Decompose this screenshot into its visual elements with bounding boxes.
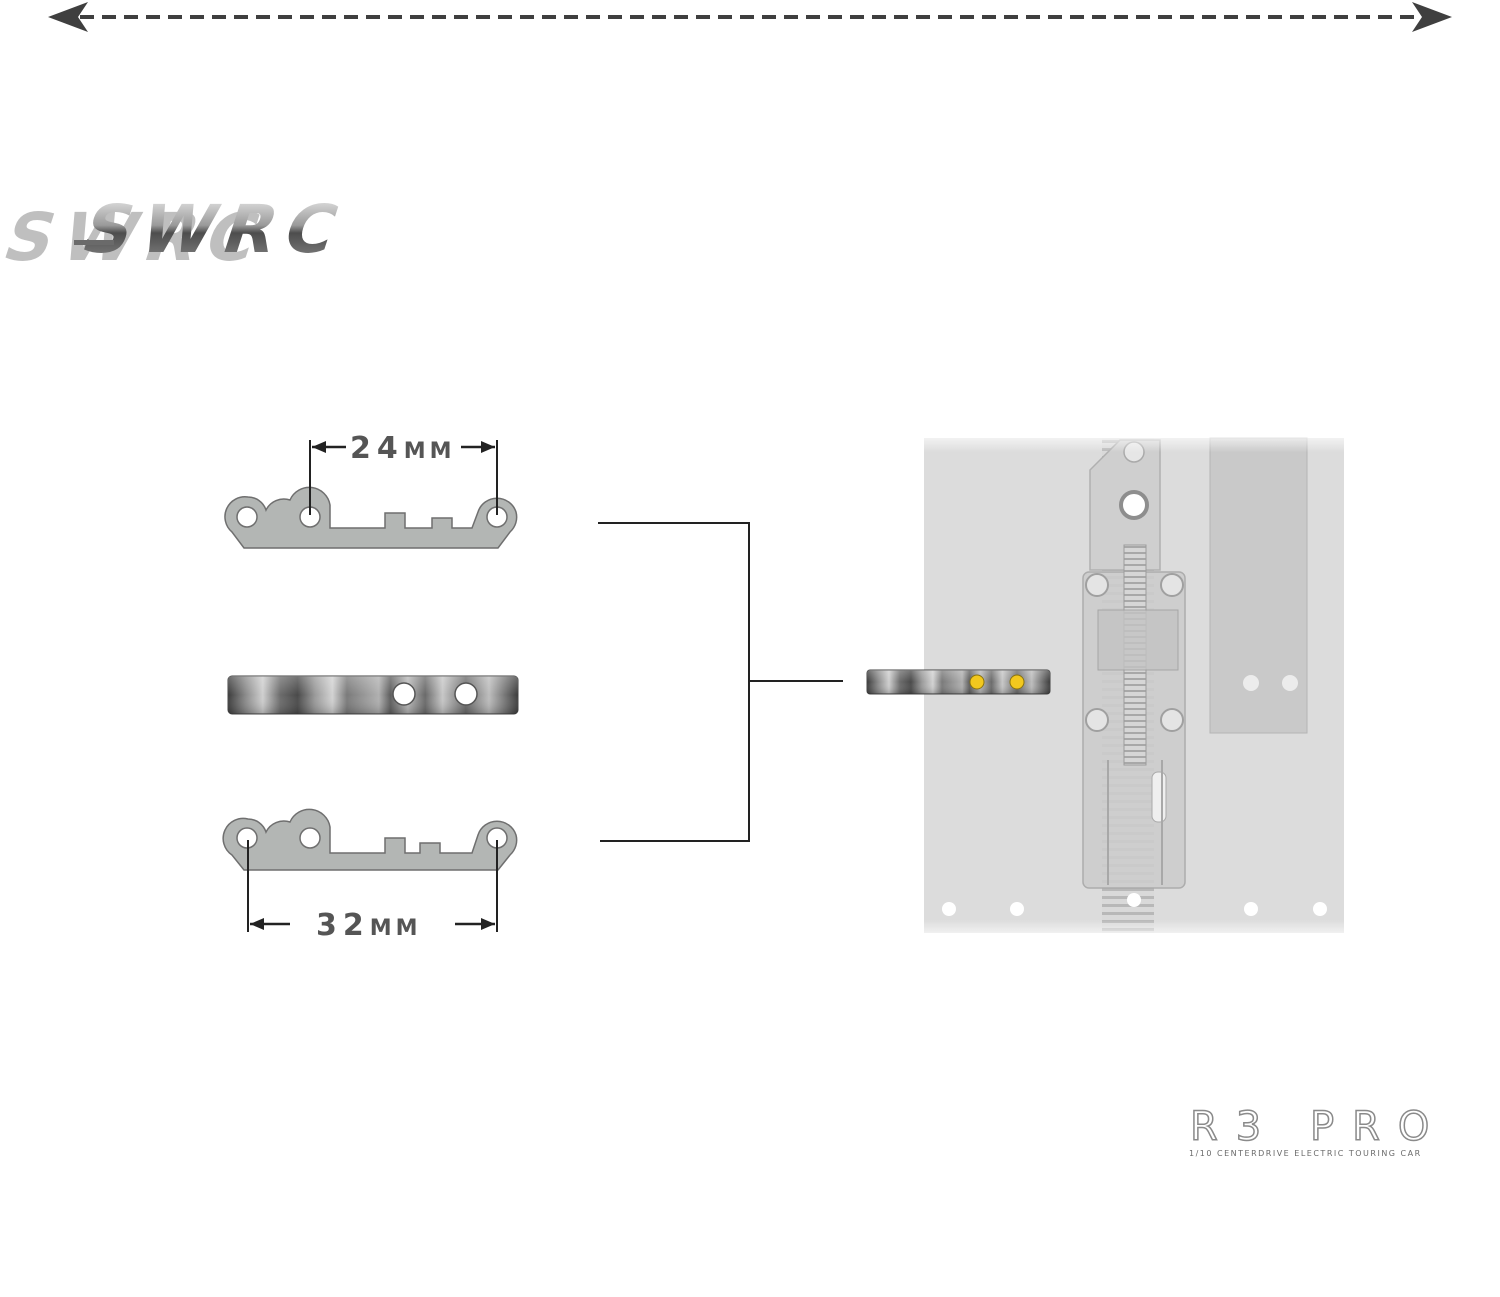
chassis-assembly [866,432,1350,940]
width-indicator-arrow [48,2,1452,32]
plate-outline-top [224,486,518,549]
logo-text: SWRC [73,191,358,268]
arrow-left-icon [48,2,88,32]
mounted-plate [866,669,1051,695]
plate-hole [236,506,258,528]
side-hole [392,682,416,706]
brand-subtitle: 1/10 CENTERDRIVE ELECTRIC TOURING CAR [1189,1149,1422,1158]
plate-hole [299,827,321,849]
swrc-logo: SWRC SWRC [0,191,358,276]
arrow-right-icon [1412,2,1452,32]
dimension-24mm: 24MM [309,431,498,515]
dim-arrow-right-icon [481,441,495,453]
brand-watermark: R3 PRO 1/10 CENTERDRIVE ELECTRIC TOURING… [1189,1103,1447,1158]
svg-text:32MM: 32MM [316,908,422,943]
dim-arrow-left-icon [312,441,326,453]
dim-arrow-right-icon [481,918,495,930]
screw-highlight [969,674,985,690]
bracket-connector [598,522,843,842]
dimension-value-top: 24 [350,431,404,466]
screw-highlight [1009,674,1025,690]
dimension-unit-bottom: MM [370,916,422,941]
top-view-plate [224,486,518,549]
dimension-value-bottom: 32 [316,908,370,943]
brand-model: R3 PRO [1190,1104,1447,1150]
plate-outline-bottom [222,808,518,871]
svg-text:24MM: 24MM [350,431,456,466]
side-view-plate [227,675,519,715]
dim-arrow-left-icon [250,918,264,930]
bottom-view-plate [222,808,518,871]
dimension-32mm: 32MM [247,840,498,943]
side-hole [454,682,478,706]
svg-text:SWRC: SWRC [0,199,279,276]
dimension-unit-top: MM [404,439,456,464]
